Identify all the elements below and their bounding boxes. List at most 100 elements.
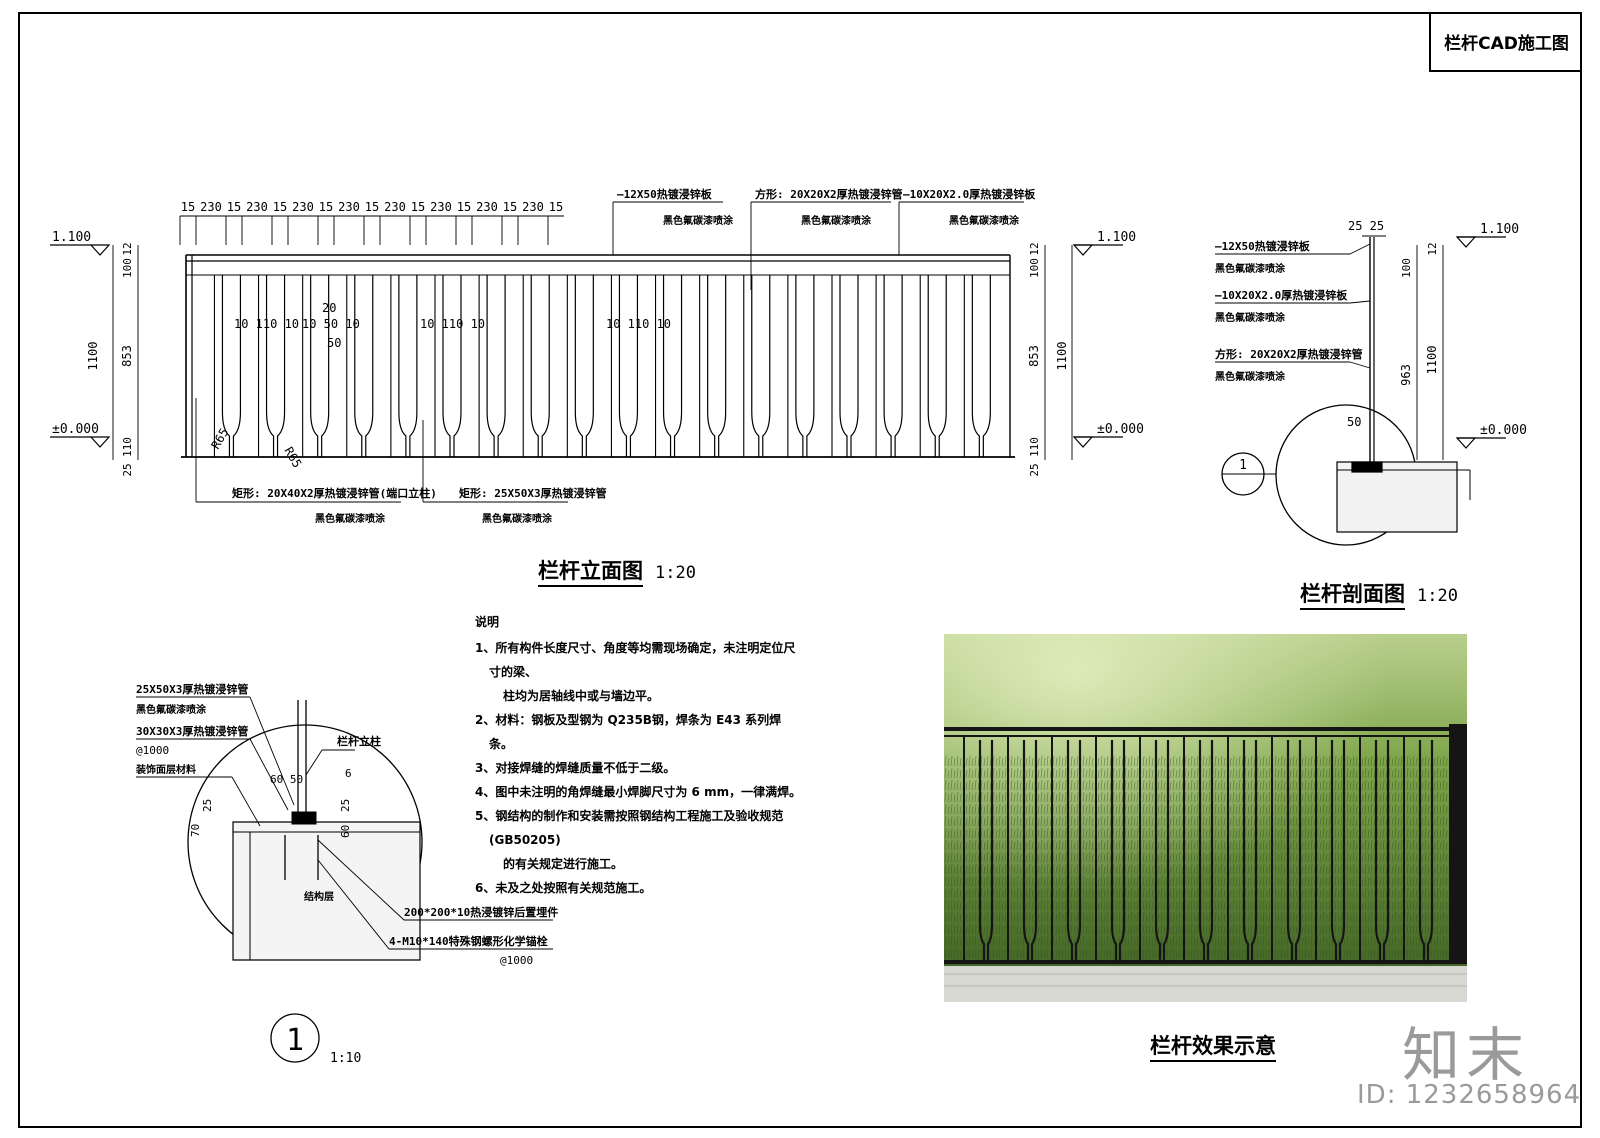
section-level-bottom-symbol bbox=[1455, 437, 1477, 449]
inner-dim-a: 10 110 10 bbox=[234, 317, 299, 331]
note-number: 2、 bbox=[475, 713, 496, 727]
callout-bot-1-line1: 矩形: 20X40X2厚热镀浸锌管(端口立柱) bbox=[232, 486, 437, 500]
detail-anchor-leader bbox=[317, 859, 390, 950]
title-block: 栏杆CAD施工图 bbox=[1429, 12, 1582, 72]
callout-bot-2-line1: 矩形: 25X50X3厚热镀浸锌管 bbox=[459, 486, 607, 500]
note-text-cont: 的有关规定进行施工。 bbox=[503, 857, 624, 871]
photo-end-post bbox=[1449, 724, 1467, 964]
section-slab bbox=[1336, 461, 1458, 533]
detail-dim-6: 6 bbox=[345, 767, 352, 780]
detail-embed-leader bbox=[317, 839, 405, 921]
picket bbox=[795, 275, 815, 457]
spacing-dim: 230 bbox=[476, 200, 498, 214]
level-top-left-symbol bbox=[89, 244, 111, 256]
dim-12-left: 12 bbox=[121, 242, 134, 255]
callout-top-1-line1: —12X50热镀浸锌板 bbox=[617, 187, 713, 201]
inner-dim-f: 10 110 10 bbox=[606, 317, 671, 331]
spacing-dim: 230 bbox=[292, 200, 314, 214]
section-label-2-leader bbox=[1349, 300, 1371, 304]
note-text: 未及之处按照有关规范施工。 bbox=[495, 881, 652, 895]
detail-post-leader bbox=[305, 749, 323, 776]
detail-marker-no: 1 bbox=[286, 1023, 304, 1058]
spacing-dim: 15 bbox=[365, 200, 379, 214]
level-top-right-symbol bbox=[1072, 244, 1094, 256]
radius-dim-2: R65 bbox=[281, 445, 304, 471]
picket bbox=[971, 275, 991, 457]
detail-structure-label: 结构层 bbox=[304, 890, 334, 903]
effect-photo-render bbox=[944, 634, 1467, 1002]
spacing-dim: 15 bbox=[549, 200, 563, 214]
section-level-top: 1.100 bbox=[1480, 222, 1519, 237]
note-text: 图中未注明的角焊缝最小焊脚尺寸为 6 mm，一律满焊。 bbox=[495, 785, 802, 799]
section-dim-963: 963 bbox=[1399, 364, 1413, 386]
spacing-dim: 15 bbox=[319, 200, 333, 214]
inner-dim-e: 10 110 10 bbox=[420, 317, 485, 331]
picket bbox=[442, 275, 462, 457]
brand-id: ID: 1232658964 bbox=[1357, 1080, 1582, 1110]
note-number: 4、 bbox=[475, 785, 496, 799]
dim-100-right: 100 bbox=[1028, 258, 1041, 278]
section-dim-12: 12 bbox=[1426, 242, 1439, 255]
note-number: 3、 bbox=[475, 761, 496, 775]
section-scale: 1:20 bbox=[1417, 586, 1458, 606]
section-dim-100: 100 bbox=[1400, 258, 1413, 278]
notes-block: 说明 1、所有构件长度尺寸、角度等均需现场确定，未注明定位尺寸的梁、柱均为居轴线… bbox=[475, 610, 805, 900]
dim-1100-left: 1100 bbox=[86, 342, 100, 371]
section-level-top-symbol bbox=[1455, 236, 1477, 248]
brand-logo: 知末 bbox=[1402, 1021, 1531, 1089]
callout-bot-2-line2: 黑色氟碳漆喷涂 bbox=[482, 512, 553, 525]
detail-label2-leader bbox=[249, 738, 289, 811]
effect-photo bbox=[944, 634, 1467, 1002]
photo-picket bbox=[1286, 740, 1302, 962]
radius-dim-1: R65 bbox=[208, 426, 231, 452]
dim-100-left: 100 bbox=[121, 258, 134, 278]
detail-dim-70: 70 bbox=[189, 824, 202, 837]
level-top-right: 1.100 bbox=[1097, 230, 1136, 245]
spacing-dim: 230 bbox=[338, 200, 360, 214]
effect-caption: 栏杆效果示意 bbox=[1150, 1030, 1276, 1062]
detail-post-label: 栏杆立柱 bbox=[337, 734, 381, 748]
note-item: 1、所有构件长度尺寸、角度等均需现场确定，未注明定位尺寸的梁、柱均为居轴线中或与… bbox=[475, 636, 805, 708]
picket bbox=[354, 275, 374, 457]
section-dim-1100: 1100 bbox=[1425, 346, 1439, 375]
notes-list: 1、所有构件长度尺寸、角度等均需现场确定，未注明定位尺寸的梁、柱均为居轴线中或与… bbox=[475, 636, 805, 900]
section-dim-50: 50 bbox=[1347, 415, 1361, 429]
level-top-left: 1.100 bbox=[52, 230, 91, 245]
detail-label3-leader bbox=[231, 776, 261, 827]
detail-dim-60-50: 60 50 bbox=[270, 773, 303, 786]
spacing-dim: 230 bbox=[430, 200, 452, 214]
level-bottom-right: ±0.000 bbox=[1097, 422, 1144, 437]
section-label-2-line2: 黑色氟碳漆喷涂 bbox=[1215, 311, 1286, 324]
callout-top-2-line1: 方形: 20X20X2厚热镀浸锌管 bbox=[755, 187, 903, 201]
note-number: 1、 bbox=[475, 641, 496, 655]
picket bbox=[221, 275, 242, 457]
detail-embed-label: 200*200*10热浸镀锌后置埋件 bbox=[404, 905, 558, 919]
effect-title: 栏杆效果示意 bbox=[1150, 1034, 1276, 1062]
picket bbox=[883, 275, 903, 457]
photo-picket bbox=[978, 740, 994, 962]
section-label-2-line1: —10X20X2.0厚热镀浸锌板 bbox=[1215, 288, 1348, 302]
dim-110-left: 110 bbox=[121, 437, 134, 457]
dim-853-left: 853 bbox=[120, 345, 134, 367]
elevation-title: 栏杆立面图 bbox=[538, 559, 643, 587]
detail-label1-line2: 黑色氟碳漆喷涂 bbox=[136, 703, 207, 716]
picket bbox=[927, 275, 947, 457]
photo-picket bbox=[1198, 740, 1214, 962]
inner-dim-b: 10 50 10 bbox=[302, 317, 360, 331]
spacing-dim: 230 bbox=[200, 200, 222, 214]
detail-scale: 1:10 bbox=[330, 1051, 361, 1066]
detail-marker bbox=[270, 1013, 320, 1063]
note-text: 对接焊缝的焊缝质量不低于二级。 bbox=[495, 761, 676, 775]
picket bbox=[265, 275, 286, 457]
dim-1100-right: 1100 bbox=[1055, 342, 1069, 371]
photo-picket bbox=[1330, 740, 1346, 962]
picket bbox=[707, 275, 727, 457]
callout-top-3-line2: 黑色氟碳漆喷涂 bbox=[949, 214, 1020, 227]
photo-picket bbox=[1110, 740, 1126, 962]
note-item: 4、图中未注明的角焊缝最小焊脚尺寸为 6 mm，一律满焊。 bbox=[475, 780, 805, 804]
detail-label2-line1: 30X30X3厚热镀浸锌管 bbox=[136, 724, 248, 738]
